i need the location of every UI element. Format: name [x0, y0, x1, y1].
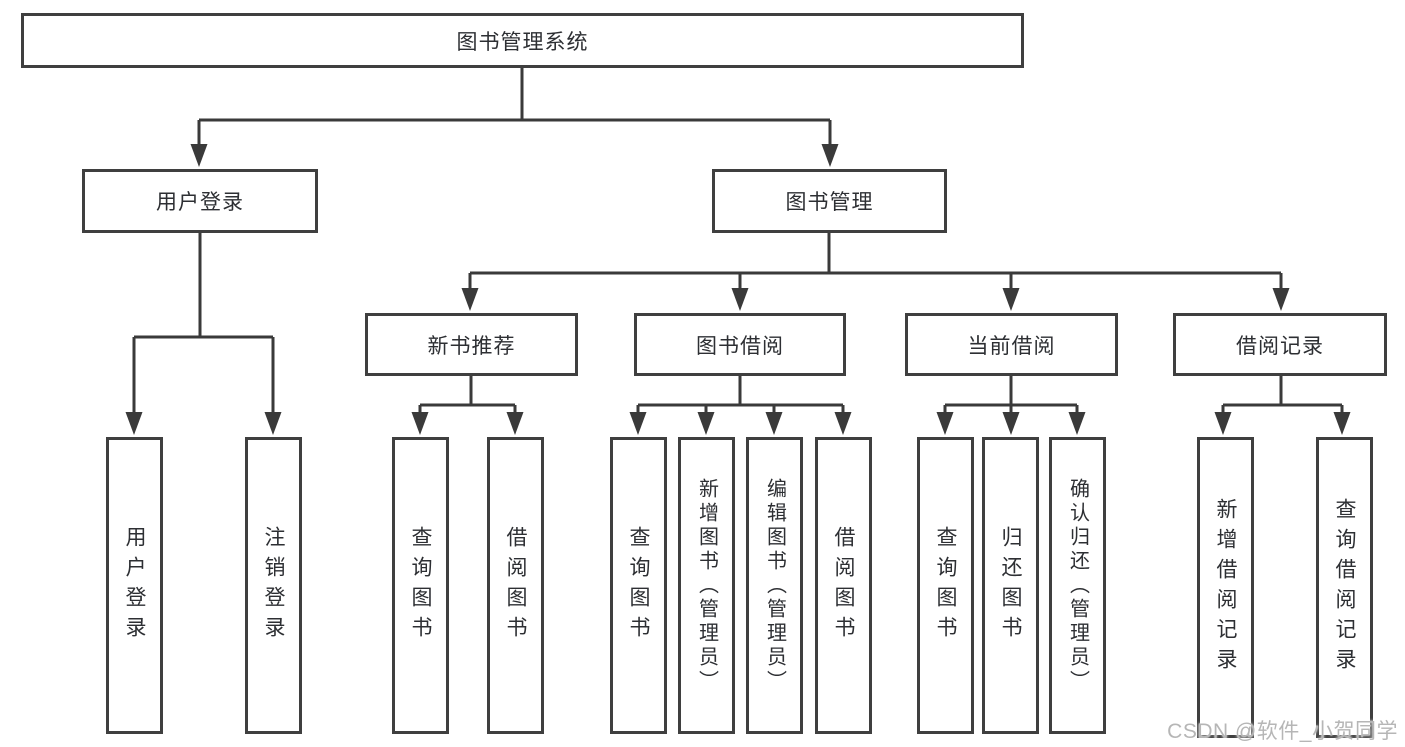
- leaf-borrow-books-recommend: 借阅图书: [487, 437, 544, 734]
- node-label: 当前借阅: [967, 334, 1056, 358]
- leaf-add-borrow-record: 新增借阅记录: [1197, 437, 1254, 738]
- leaf-query-borrow-record: 查询借阅记录: [1316, 437, 1373, 738]
- leaf-label: 归还图书: [999, 525, 1022, 646]
- leaf-label: 查询图书: [627, 525, 650, 646]
- leaf-label: 注销登录: [262, 525, 285, 646]
- node-book-management: 图书管理: [712, 169, 947, 233]
- leaf-confirm-return-admin: 确认归还（管理员）: [1049, 437, 1106, 734]
- node-label: 图书管理: [785, 191, 874, 214]
- node-label: 借阅记录: [1236, 334, 1324, 358]
- connector-strokes: [132, 68, 1344, 417]
- arrowheads: [125, 144, 1351, 435]
- leaf-label: 新增借阅记录: [1214, 497, 1237, 678]
- node-label: 用户登录: [156, 191, 244, 214]
- node-current-borrowing: 当前借阅: [905, 313, 1118, 376]
- leaf-label: 查询图书: [409, 525, 432, 646]
- leaf-query-books-borrow: 查询图书: [610, 437, 667, 734]
- leaf-label: 借阅图书: [504, 525, 527, 646]
- leaf-label: 新增图书（管理员）: [695, 477, 718, 694]
- node-label: 新书推荐: [427, 334, 516, 358]
- leaf-label: 确认归还（管理员）: [1066, 477, 1089, 694]
- leaf-edit-book-admin: 编辑图书（管理员）: [746, 437, 803, 734]
- node-borrowing-records: 借阅记录: [1173, 313, 1387, 376]
- leaf-label: 编辑图书（管理员）: [763, 477, 786, 694]
- leaf-return-books: 归还图书: [982, 437, 1039, 734]
- leaf-label: 用户登录: [123, 525, 146, 646]
- node-user-login: 用户登录: [82, 169, 318, 233]
- csdn-watermark: CSDN @软件_小贺同学: [1167, 720, 1398, 743]
- leaf-user-login: 用户登录: [106, 437, 163, 734]
- leaf-label: 查询图书: [934, 525, 957, 646]
- leaf-query-books-recommend: 查询图书: [392, 437, 449, 734]
- node-label: 图书借阅: [696, 334, 784, 358]
- leaf-borrow-books: 借阅图书: [815, 437, 872, 734]
- leaf-logout: 注销登录: [245, 437, 302, 734]
- node-book-borrowing: 图书借阅: [634, 313, 846, 376]
- leaf-query-books-current: 查询图书: [917, 437, 974, 734]
- leaf-label: 查询借阅记录: [1333, 497, 1356, 678]
- node-library-management-system: 图书管理系统: [21, 13, 1024, 68]
- node-label: 图书管理系统: [456, 30, 589, 54]
- leaf-label: 借阅图书: [832, 525, 855, 646]
- leaf-add-book-admin: 新增图书（管理员）: [678, 437, 735, 734]
- node-new-book-recommendation: 新书推荐: [365, 313, 578, 376]
